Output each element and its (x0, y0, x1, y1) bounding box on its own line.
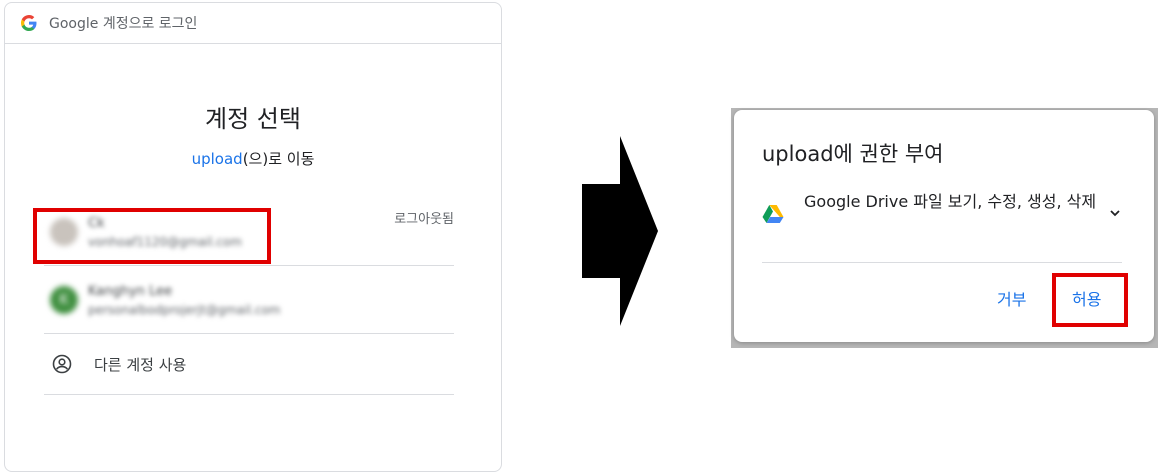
divider (762, 262, 1122, 263)
permission-text: Google Drive 파일 보기, 수정, 생성, 삭제 (804, 192, 1097, 211)
avatar: K (50, 286, 78, 314)
dialog-title-text: 에 권한 부여 (833, 142, 944, 166)
avatar (50, 218, 78, 246)
account-circle-icon (52, 354, 72, 374)
allow-button[interactable]: 허용 (1072, 286, 1101, 310)
deny-button[interactable]: 거부 (997, 286, 1026, 310)
permission-item[interactable]: Google Drive 파일 보기, 수정, 생성, 삭제 (762, 188, 1126, 254)
permission-dialog: upload에 권한 부여 Google Drive 파일 보기, 수정, 생성… (734, 110, 1154, 342)
dialog-title: upload에 권한 부여 (762, 138, 943, 168)
google-drive-icon (762, 205, 784, 223)
dialog-title-app: upload (762, 142, 834, 166)
highlight-box-account (33, 208, 271, 264)
account-email: personalbodprojerjt@gmail.com (88, 303, 281, 317)
subtitle-text: (으)로 이동 (242, 150, 315, 168)
panel-header: Google 계정으로 로그인 (5, 3, 501, 44)
page-subtitle: upload(으)로 이동 (5, 148, 501, 169)
app-link[interactable]: upload (191, 150, 243, 168)
account-name: Ck (88, 216, 105, 231)
use-another-account-label: 다른 계정 사용 (94, 355, 187, 374)
account-status: 로그아웃됨 (394, 212, 454, 227)
header-title: Google 계정으로 로그인 (49, 16, 198, 32)
account-item[interactable]: Ck vonhoaf1120@gmail.com 로그아웃됨 (44, 198, 454, 266)
use-another-account-button[interactable]: 다른 계정 사용 (44, 334, 454, 395)
account-chooser-panel: Google 계정으로 로그인 계정 선택 upload(으)로 이동 (4, 2, 502, 472)
account-item[interactable]: K Kanghyn Lee personalbodprojerjt@gmail.… (44, 266, 454, 334)
page-title: 계정 선택 (205, 105, 301, 133)
account-list: Ck vonhoaf1120@gmail.com 로그아웃됨 K Kanghyn… (44, 198, 454, 395)
chevron-down-icon[interactable] (1108, 206, 1122, 220)
highlight-box-allow (1052, 273, 1128, 327)
google-g-icon (21, 15, 37, 31)
account-email: vonhoaf1120@gmail.com (88, 235, 242, 249)
account-name: Kanghyn Lee (88, 284, 173, 299)
arrow-right-icon (582, 136, 658, 326)
